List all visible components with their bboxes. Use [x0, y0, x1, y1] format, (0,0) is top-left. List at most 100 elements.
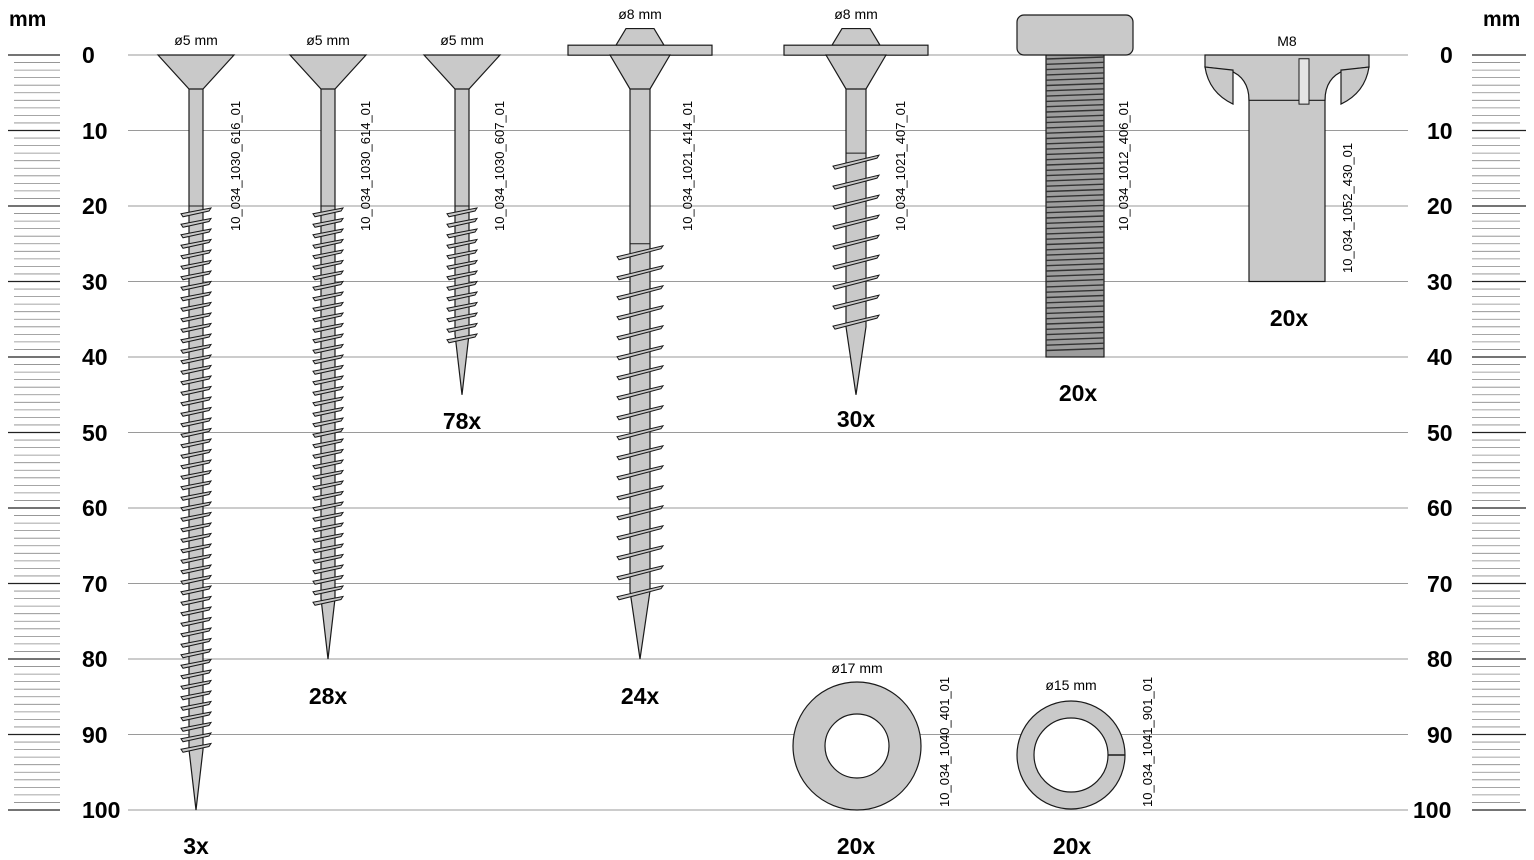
thread-crest: [312, 385, 345, 396]
bolt-thread: [1045, 98, 1105, 103]
gridlines: [128, 54, 1408, 811]
part-number-label: 10_034_1030_614_01: [358, 100, 373, 231]
thread-crest: [312, 364, 345, 375]
thread-crest: [180, 700, 213, 711]
thread-crest: [832, 314, 881, 330]
thread-crest: [180, 574, 213, 585]
washer-w1: [792, 681, 922, 811]
thread-crest: [616, 304, 665, 321]
quantity-label: 28x: [308, 683, 348, 709]
bolt-thread: [1045, 172, 1105, 177]
thread-crest: [616, 384, 665, 401]
thread-crest: [180, 385, 213, 396]
thread-crest: [446, 217, 479, 228]
scale-tick-label-right: 30: [1427, 268, 1453, 295]
thread-crest: [616, 444, 665, 461]
thread-crest: [312, 301, 345, 312]
diameter-label: ø17 mm: [831, 660, 883, 676]
bolt-thread: [1045, 257, 1105, 262]
countersunk-head: [156, 54, 236, 90]
thread-crest: [832, 154, 881, 170]
bolt-thread: [1045, 93, 1105, 97]
bolt-thread: [1045, 331, 1105, 336]
thread-crest: [616, 524, 665, 541]
scale-tick-label-left: 10: [82, 117, 108, 144]
scale-tick-label-left: 100: [82, 797, 121, 823]
thread-crest: [180, 259, 213, 270]
bolt-thread: [1045, 273, 1105, 277]
unit-label-right: mm: [1483, 8, 1521, 31]
thread-crest: [180, 238, 213, 249]
bolt-thread: [1045, 268, 1105, 272]
thread-crest: [180, 270, 213, 281]
thread-crest: [312, 522, 345, 533]
scale-tick-label-left: 0: [82, 42, 95, 68]
countersunk-head: [422, 54, 502, 90]
thread-crest: [312, 427, 345, 438]
thread-crest: [616, 264, 665, 281]
bolt-thread: [1045, 347, 1105, 352]
thread-crest: [312, 574, 345, 585]
part-number-label: 10_034_1030_616_01: [228, 100, 243, 231]
quantity-label: 78x: [442, 408, 482, 434]
barrel-slot: [1298, 58, 1310, 105]
thread-crest: [180, 679, 213, 690]
thread-crest: [312, 291, 345, 302]
thread-crest: [616, 244, 665, 261]
thread-crest: [312, 448, 345, 459]
barrel-ear-right: [1340, 66, 1370, 106]
thread-crest: [180, 448, 213, 459]
part-number-label: 10_034_1041_901_01: [1140, 676, 1155, 807]
bolt-thread: [1045, 231, 1105, 235]
thread-crest: [180, 280, 213, 291]
bolt-thread: [1045, 316, 1105, 320]
thread-crest: [312, 333, 345, 344]
thread-crest: [312, 249, 345, 260]
bolt-thread: [1045, 199, 1105, 203]
unit-label-left: mm: [9, 8, 47, 31]
thread-crest: [616, 404, 665, 421]
thread-crest: [180, 511, 213, 522]
thread-crest: [832, 254, 881, 270]
bolt-thread: [1045, 241, 1105, 246]
scale-tick-label-left: 70: [82, 570, 108, 597]
scale-tick-label-right: 80: [1427, 646, 1453, 672]
diameter-label: ø5 mm: [306, 32, 350, 48]
bolt-thread: [1045, 263, 1105, 267]
bolt-thread: [1045, 310, 1105, 315]
thread-crest: [180, 375, 213, 386]
thread-crest: [312, 469, 345, 480]
thread-crest: [312, 585, 345, 596]
scale-tick-label-right: 20: [1427, 193, 1453, 219]
bolt-thread: [1045, 305, 1105, 309]
thread-crest: [312, 280, 345, 291]
bolt-thread: [1045, 82, 1105, 87]
bolt-head: [1016, 14, 1134, 56]
thread-crest: [180, 564, 213, 575]
thread-crest: [312, 543, 345, 554]
diameter-label: M8: [1065, 0, 1084, 2]
thread-crest: [446, 322, 479, 333]
washer-head-dome: [614, 27, 666, 46]
quantity-label: 20x: [1269, 305, 1309, 331]
thread-crest: [180, 322, 213, 333]
quantity-label: 24x: [620, 683, 660, 709]
bolt-thread: [1045, 220, 1105, 224]
washer-w2: [1016, 700, 1126, 810]
thread-crest: [312, 354, 345, 365]
thread-crest: [312, 501, 345, 512]
bolt-thread: [1045, 130, 1105, 134]
part-number-label: 10_034_1030_607_01: [492, 100, 507, 231]
bolt-thread: [1045, 278, 1105, 283]
scale-tick-label-left: 20: [82, 193, 108, 219]
thread-crest: [180, 585, 213, 596]
thread-crest: [312, 459, 345, 470]
thread-crest: [180, 406, 213, 417]
thread-crest: [312, 228, 345, 239]
thread-crest: [180, 627, 213, 638]
thread-crest: [180, 595, 213, 606]
bolt-thread: [1045, 342, 1105, 346]
scale-tick-label-left: 40: [82, 344, 108, 370]
bolt-thread: [1045, 141, 1105, 145]
thread-crest: [312, 553, 345, 564]
